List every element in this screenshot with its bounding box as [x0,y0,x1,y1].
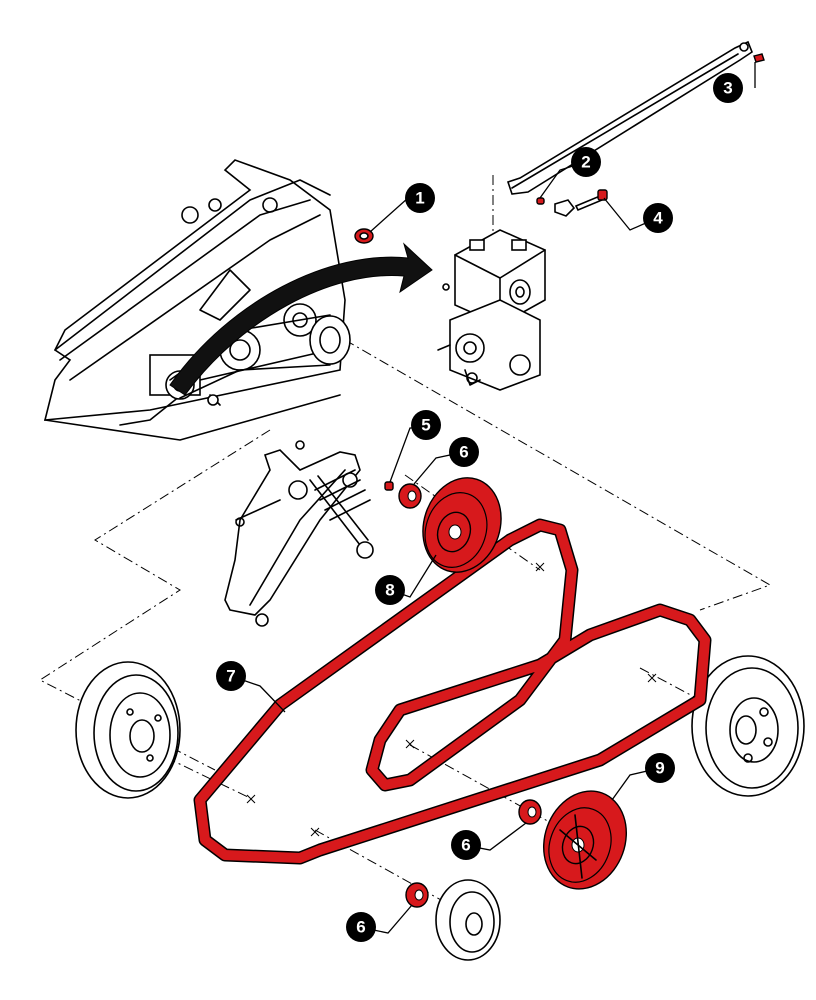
axis-marks [246,562,657,837]
svg-text:6: 6 [356,918,365,937]
callout-9: 9 [645,753,675,783]
svg-text:8: 8 [385,581,394,600]
drive-belt [193,518,712,865]
tensioner-assembly [224,440,374,627]
callout-4: 4 [643,203,673,233]
bushings [398,483,542,908]
left-pulley [75,661,181,799]
svg-text:6: 6 [459,443,468,462]
svg-text:1: 1 [415,189,424,208]
callout-3: 3 [713,73,743,103]
callout-8: 8 [375,575,405,605]
svg-text:2: 2 [581,153,590,172]
callout-7: 7 [216,661,246,691]
callout-5: 5 [411,410,441,440]
svg-text:3: 3 [723,79,732,98]
svg-text:4: 4 [653,209,663,228]
bottom-pulley [435,879,501,961]
lever-arm [506,40,753,195]
gearbox [437,229,546,391]
callout-1: 1 [405,183,435,213]
nut-part [753,53,765,63]
machine-frame [43,159,374,441]
svg-text:6: 6 [461,836,470,855]
right-pulley [691,655,805,797]
tensioner-pulley [422,477,502,573]
svg-text:7: 7 [226,667,235,686]
svg-text:9: 9 [655,759,664,778]
spacer-part [384,481,394,491]
callout-6-middle: 6 [451,830,481,860]
callout-6-top: 6 [449,437,479,467]
direction-arrow [169,242,433,396]
hardware-parts [384,53,765,491]
svg-text:5: 5 [421,416,430,435]
pin-part [536,197,545,205]
drive-pulley [543,790,627,890]
callout-2: 2 [571,147,601,177]
callout-6-bottom: 6 [346,912,376,942]
